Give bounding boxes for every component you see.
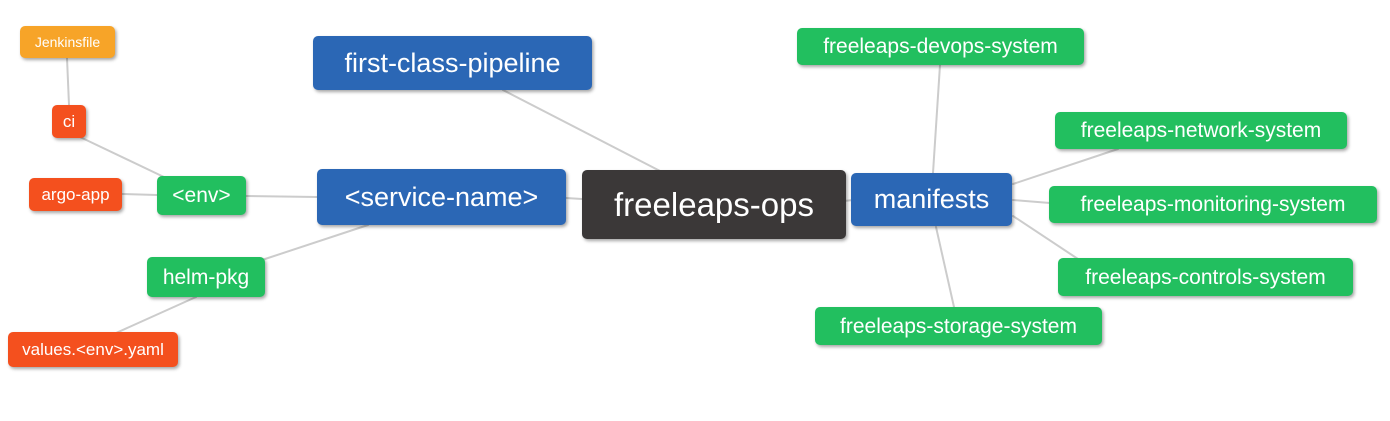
edge-env-service-name — [245, 195, 318, 198]
node-helm-pkg[interactable]: helm-pkg — [147, 257, 265, 297]
node-freeleaps-storage-system[interactable]: freeleaps-storage-system — [815, 307, 1102, 345]
edge-jenkinsfile-ci — [66, 57, 70, 106]
node-first-class-pipeline[interactable]: first-class-pipeline — [313, 36, 592, 90]
node-jenkinsfile[interactable]: Jenkinsfile — [20, 26, 115, 58]
edge-ci-env — [79, 136, 167, 179]
edge-argo-app-env — [121, 193, 158, 196]
edge-manifests-network — [1012, 148, 1119, 185]
edge-manifests-controls — [1012, 215, 1079, 260]
node-service-name[interactable]: <service-name> — [317, 169, 566, 225]
node-env[interactable]: <env> — [157, 176, 246, 215]
edge-service-name-helm-pkg — [261, 224, 369, 261]
node-argo-app[interactable]: argo-app — [29, 178, 122, 211]
node-values-env-yaml[interactable]: values.<env>.yaml — [8, 332, 178, 367]
edge-manifests-monitoring — [1012, 199, 1051, 204]
edge-helm-pkg-values — [115, 296, 197, 334]
node-freeleaps-controls-system[interactable]: freeleaps-controls-system — [1058, 258, 1353, 296]
node-freeleaps-monitoring-system[interactable]: freeleaps-monitoring-system — [1049, 186, 1377, 223]
node-root-freeleaps-ops[interactable]: freeleaps-ops — [582, 170, 846, 239]
edge-pipeline-root — [502, 89, 663, 173]
node-freeleaps-network-system[interactable]: freeleaps-network-system — [1055, 112, 1347, 149]
edge-manifests-devops — [932, 64, 941, 174]
node-freeleaps-devops-system[interactable]: freeleaps-devops-system — [797, 28, 1084, 65]
edge-manifests-storage — [935, 226, 955, 308]
edge-service-name-root — [565, 197, 583, 200]
node-ci[interactable]: ci — [52, 105, 86, 138]
node-manifests[interactable]: manifests — [851, 173, 1012, 226]
